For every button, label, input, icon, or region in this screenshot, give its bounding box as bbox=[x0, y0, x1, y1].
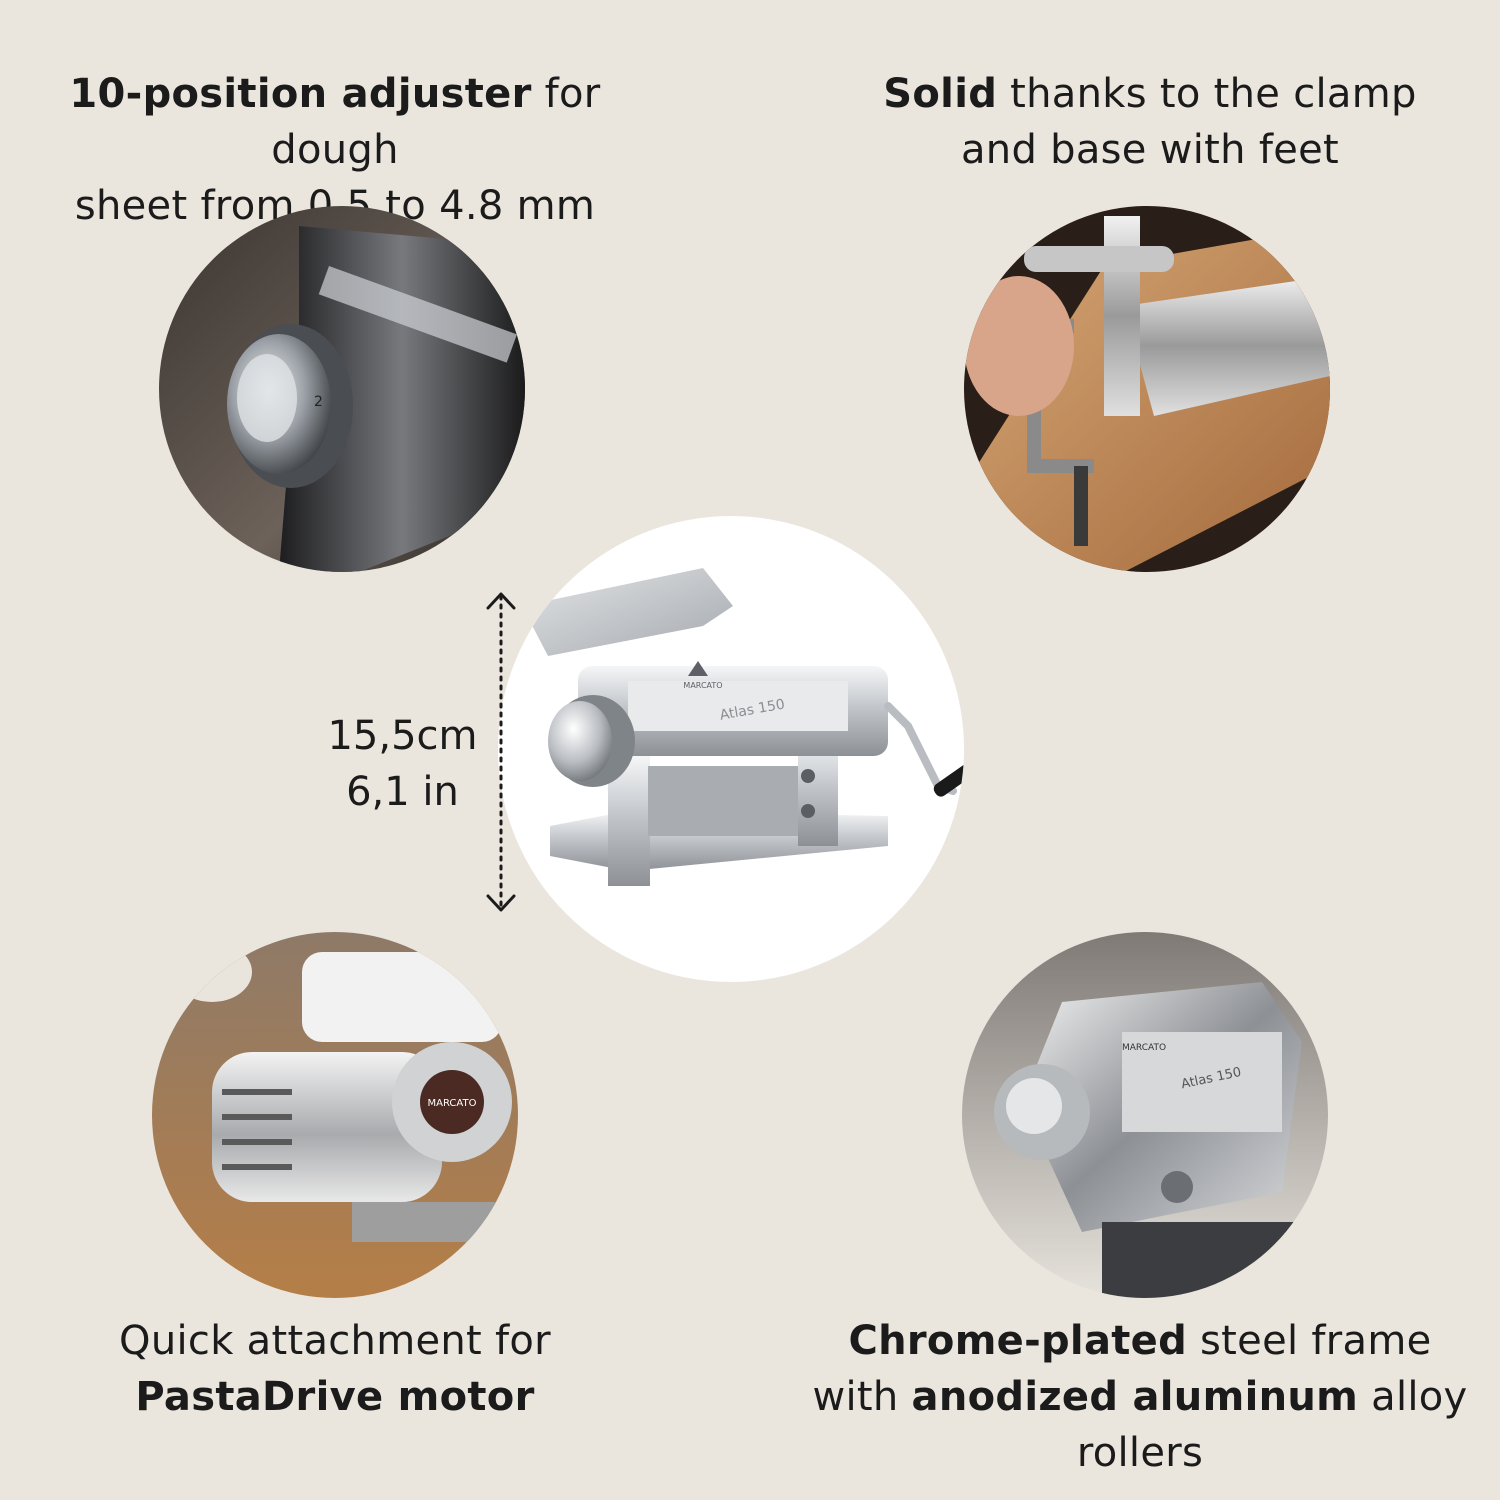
motor-brand-badge: MARCATO bbox=[428, 1098, 477, 1109]
adjuster-caption-bold: 10-position adjuster bbox=[69, 71, 532, 117]
height-dimension-arrow bbox=[486, 592, 516, 912]
attachment-caption-line1: Quick attachment for bbox=[119, 1318, 551, 1364]
pastadrive-motor-illustration: MARCATO bbox=[152, 932, 518, 1298]
frame-caption-bold2: anodized aluminum bbox=[911, 1374, 1359, 1420]
attachment-caption-bold: PastaDrive motor bbox=[135, 1374, 535, 1420]
frame-caption-pre2: with bbox=[812, 1374, 912, 1420]
pasta-machine-photo: Atlas 150 MARCATO bbox=[498, 516, 964, 982]
height-in: 6,1 in bbox=[346, 769, 459, 815]
height-cm: 15,5cm bbox=[327, 713, 478, 759]
clamp-photo bbox=[964, 206, 1330, 572]
solid-caption-line2: and base with feet bbox=[961, 127, 1339, 173]
frame-caption-line3: rollers bbox=[1076, 1430, 1204, 1476]
machine-brand-label: MARCATO bbox=[683, 681, 722, 690]
pastadrive-motor-photo: MARCATO bbox=[152, 932, 518, 1298]
clamp-illustration bbox=[964, 206, 1330, 572]
adjuster-knob-illustration: 2 bbox=[159, 206, 525, 572]
height-dimension-label: 15,5cm 6,1 in bbox=[320, 708, 485, 820]
attachment-caption: Quick attachment for PastaDrive motor bbox=[0, 1313, 670, 1425]
adjuster-knob-photo: 2 bbox=[159, 206, 525, 572]
pasta-machine-illustration: Atlas 150 MARCATO bbox=[522, 568, 964, 886]
chrome-frame-photo: Atlas 150 MARCATO bbox=[962, 932, 1328, 1298]
adjuster-caption-rest: for dough bbox=[271, 71, 601, 173]
frame-brand-label: MARCATO bbox=[1122, 1043, 1166, 1053]
frame-caption-rest1: steel frame bbox=[1187, 1318, 1432, 1364]
chrome-frame-illustration: Atlas 150 MARCATO bbox=[962, 932, 1328, 1298]
adjuster-caption: 10-position adjuster for dough sheet fro… bbox=[0, 66, 670, 234]
solid-caption-bold: Solid bbox=[883, 71, 998, 117]
solid-caption-rest: thanks to the clamp bbox=[997, 71, 1417, 117]
frame-caption: Chrome-plated steel frame with anodized … bbox=[800, 1313, 1480, 1481]
marcato-logo: MARCATO bbox=[683, 661, 723, 690]
solid-caption: Solid thanks to the clamp and base with … bbox=[830, 66, 1470, 178]
frame-caption-bold1: Chrome-plated bbox=[848, 1318, 1188, 1364]
frame-caption-post2: alloy bbox=[1358, 1374, 1468, 1420]
svg-text:2: 2 bbox=[314, 394, 323, 410]
